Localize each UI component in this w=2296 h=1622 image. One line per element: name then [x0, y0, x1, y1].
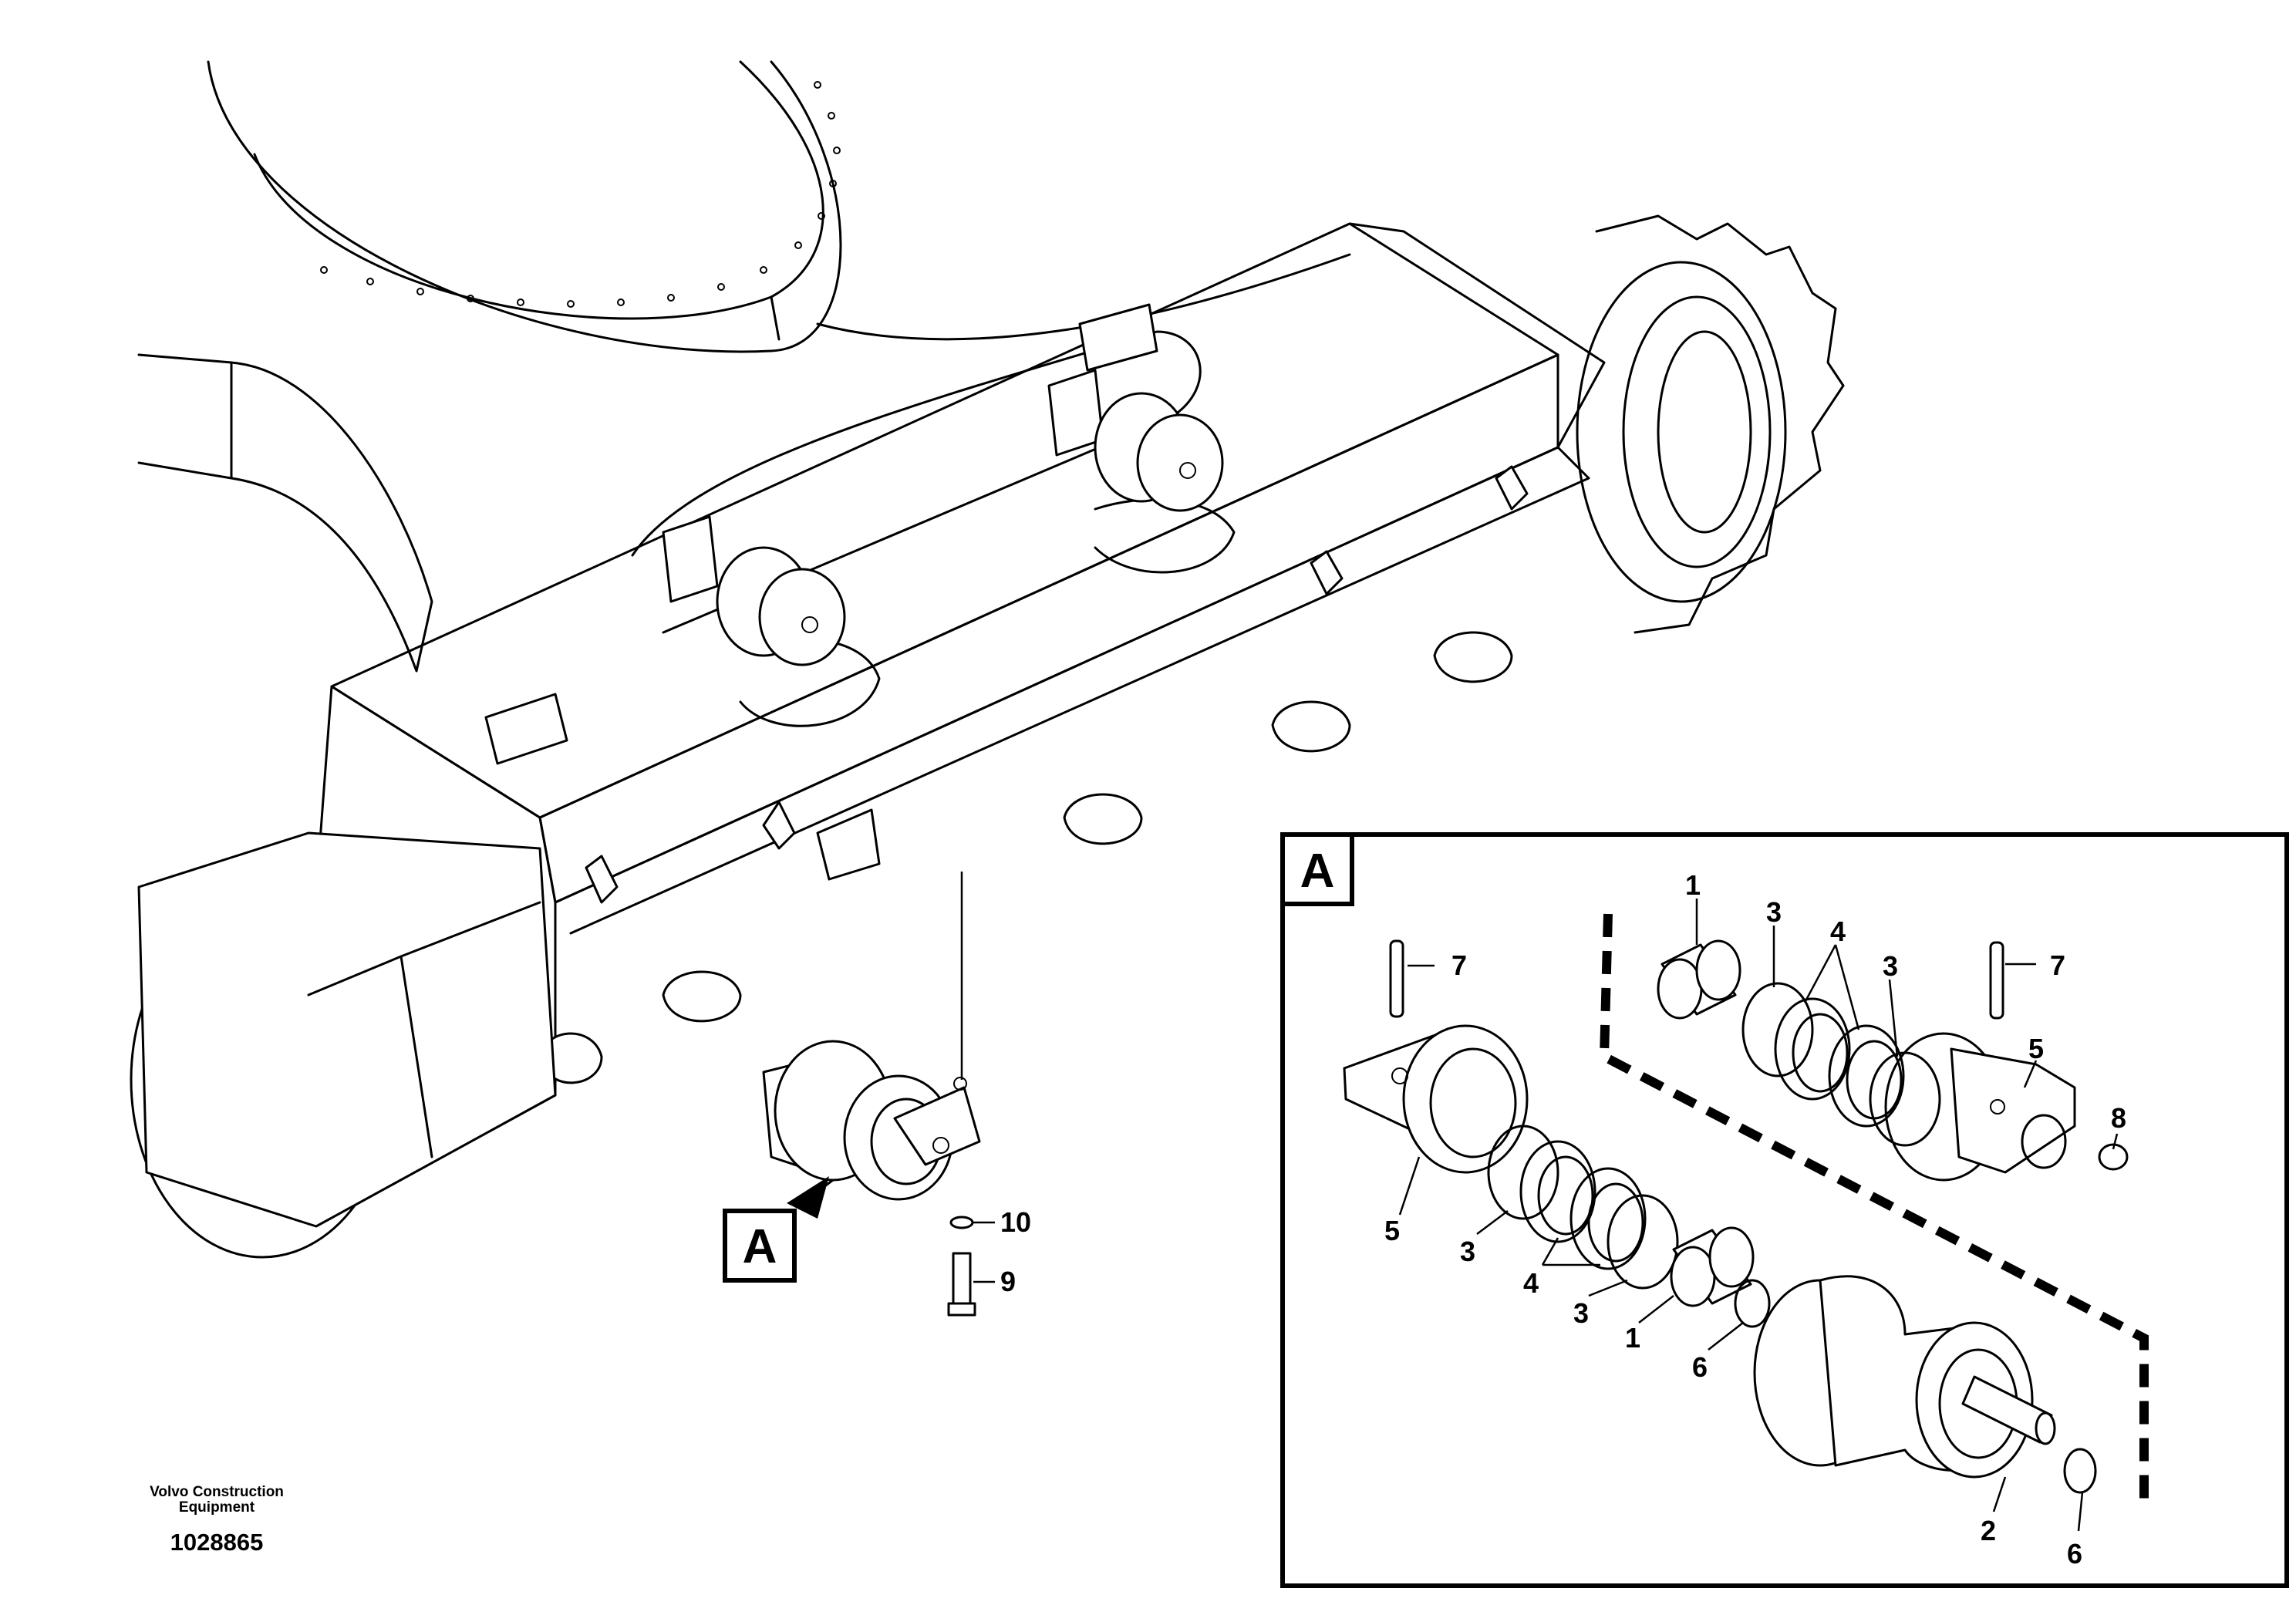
document-number: 1028865 [170, 1529, 264, 1556]
callout-1-top: 1 [1685, 869, 1701, 901]
track-side-frame [307, 222, 1606, 1228]
ring-bolt-holes [320, 81, 841, 308]
lower-track-rollers [538, 631, 1513, 1084]
drive-sprocket [1576, 214, 1845, 634]
o-ring-part-upper [1734, 1279, 1771, 1328]
detail-view-a: A [1280, 832, 2289, 1588]
callout-2: 2 [1981, 1515, 1996, 1546]
callout-7-right: 7 [2050, 949, 2065, 981]
o-ring-part-end [2063, 1448, 2097, 1494]
callout-6-end: 6 [2067, 1538, 2082, 1570]
callout-3-bottom-right: 3 [1573, 1297, 1589, 1329]
frame-pads [484, 303, 1529, 904]
left-crossbeam [137, 353, 433, 673]
callout-3-bottom-left: 3 [1460, 1236, 1475, 1267]
front-idler [130, 831, 557, 1259]
detail-label: A [1300, 845, 1335, 898]
upper-carrier-roller-2 [1047, 369, 1224, 512]
view-a-marker-label: A [743, 1220, 777, 1273]
callout-1-bottom: 1 [1625, 1322, 1640, 1354]
detail-frame [1280, 832, 2289, 1588]
lower-roller-exploded [762, 872, 995, 1317]
undercarriage-frame-drawing [130, 60, 1845, 1259]
callout-8: 8 [2111, 1102, 2126, 1134]
leader-lines [1398, 899, 2119, 1532]
upper-carrier-roller-1 [662, 515, 846, 666]
plug-part [2098, 1143, 2129, 1171]
pin-part-left [1389, 939, 1404, 1018]
slewing-ring [207, 60, 842, 353]
callout-4-top: 4 [1830, 916, 1846, 947]
view-a-marker: A [723, 1209, 797, 1283]
washer-part [949, 1216, 974, 1229]
detail-label-box [1280, 832, 1354, 906]
seal-rings-bottom [1487, 1125, 1679, 1290]
callout-4-bottom: 4 [1523, 1267, 1539, 1299]
callout-7-left: 7 [1451, 949, 1467, 981]
callout-6-upper: 6 [1692, 1351, 1708, 1383]
publisher-name-line2: Equipment [179, 1499, 255, 1516]
callout-5-left: 5 [1384, 1215, 1400, 1246]
callout-5-right: 5 [2028, 1033, 2044, 1064]
callout-10: 10 [1000, 1206, 1031, 1238]
pin-part-right [1989, 941, 2004, 1020]
bushing-part-top [1657, 939, 1741, 1020]
publisher-name-line1: Volvo Construction [150, 1484, 284, 1500]
callout-9: 9 [1000, 1266, 1016, 1297]
callout-3-top-right: 3 [1883, 950, 1898, 982]
seal-rings-top [1741, 982, 1941, 1147]
sub-assembly-dashed-outline [1599, 913, 2149, 1512]
callout-3-top-left: 3 [1766, 896, 1782, 928]
bushing-part-bottom [1670, 1226, 1755, 1307]
track-roller-part [1753, 1275, 2056, 1479]
bracket-part-left [1343, 1024, 1529, 1174]
bolt-part [947, 1252, 976, 1317]
